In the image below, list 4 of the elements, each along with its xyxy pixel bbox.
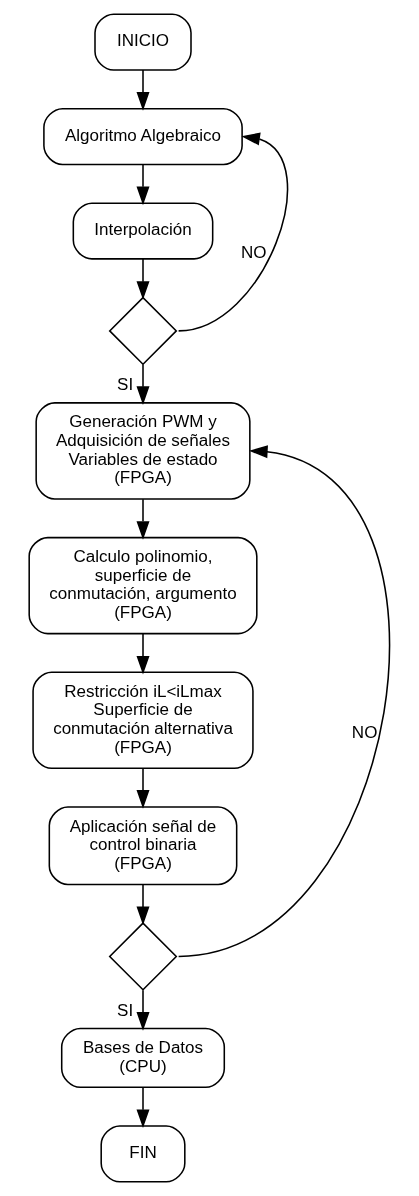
edge-label: NO [351, 722, 378, 742]
edge-label: SI [117, 1000, 134, 1020]
edge-label: NO [240, 243, 267, 262]
edge-label: SI [117, 375, 134, 395]
